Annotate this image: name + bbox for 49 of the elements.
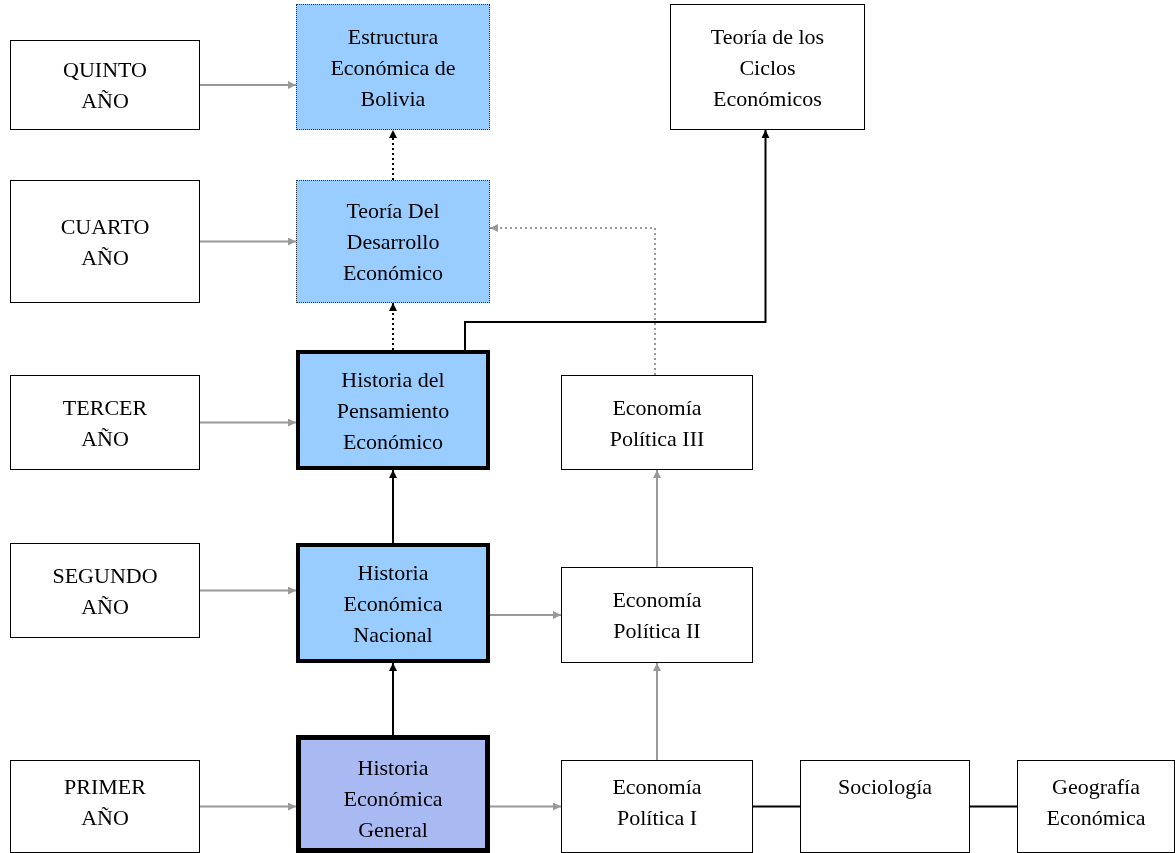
- course-box: [296, 180, 490, 303]
- arrow: [653, 662, 661, 761]
- course-label: Historia Económica General: [342, 754, 444, 844]
- course-label: TERCER AÑO: [61, 393, 149, 453]
- course-label: Historia Económica Nacional: [342, 558, 444, 649]
- course-label: CUARTO AÑO: [59, 212, 151, 272]
- course-box: [10, 375, 200, 470]
- arrow: [389, 302, 397, 351]
- course-label: Teoría Del Desarrollo Económico: [341, 197, 445, 287]
- arrow: [464, 129, 770, 351]
- course-label: SEGUNDO AÑO: [51, 561, 159, 621]
- course-label: Estructura Económica de Bolivia: [329, 22, 457, 113]
- course-box: [10, 760, 200, 853]
- course-box: [296, 543, 490, 663]
- course-box: [670, 4, 865, 130]
- course-box: [10, 180, 200, 303]
- arrow: [389, 662, 397, 736]
- course-box: [10, 40, 200, 130]
- course-label: PRIMER AÑO: [63, 773, 147, 832]
- connector-line: [752, 805, 801, 808]
- course-label: Teoría de los Ciclos Económicos: [709, 22, 826, 113]
- course-label: Economía Política II: [611, 586, 703, 645]
- course-label: Geografía Económica: [1045, 773, 1147, 832]
- course-label: Economía Política I: [611, 773, 703, 832]
- arrow: [199, 802, 297, 811]
- arrow: [389, 469, 397, 544]
- course-box: [561, 760, 753, 853]
- arrow: [199, 586, 297, 595]
- arrow: [489, 224, 656, 376]
- arrow: [653, 469, 661, 568]
- arrow: [489, 611, 562, 619]
- arrow: [389, 129, 397, 181]
- arrow: [199, 418, 297, 427]
- course-box: [800, 760, 970, 853]
- arrow: [489, 802, 562, 811]
- course-box: [296, 350, 490, 470]
- course-label: Sociología: [837, 773, 933, 801]
- course-label: Economía Política III: [608, 393, 706, 453]
- course-box: [561, 375, 753, 470]
- course-box: [1017, 760, 1175, 853]
- connector-line: [969, 805, 1018, 808]
- arrow: [199, 81, 297, 89]
- arrow: [199, 237, 297, 246]
- course-box: [561, 567, 753, 663]
- course-label: QUINTO AÑO: [62, 56, 148, 115]
- course-box: [296, 735, 490, 853]
- course-box: [10, 543, 200, 638]
- course-label: Historia del Pensamiento Económico: [335, 365, 451, 456]
- course-box: [296, 4, 490, 130]
